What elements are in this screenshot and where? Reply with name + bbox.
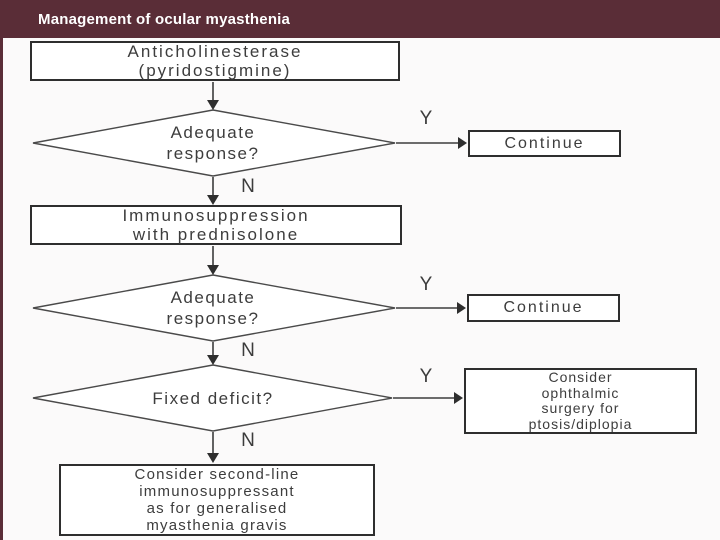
node-continue-2-label: Continue	[503, 299, 584, 316]
node-ophthalmic-surgery-line2: ophthalmic	[541, 384, 620, 401]
node-continue-1: Continue	[468, 130, 621, 157]
arrowhead-right-2	[457, 302, 466, 314]
arrowhead-down-3	[207, 265, 219, 275]
edge-label-yes-3: Y	[419, 366, 433, 387]
node-ophthalmic-surgery-line1: Consider	[548, 369, 613, 385]
node-adequate-response-1: Adequate response?	[113, 122, 313, 164]
node-second-line-line1: Consider second-line	[134, 466, 300, 483]
arrowhead-down-4	[207, 355, 219, 365]
node-immunosuppression: Immunosuppression with prednisolone	[30, 205, 402, 245]
node-anticholinesterase-line2: (pyridostigmine)	[138, 61, 292, 80]
node-immunosuppression-line1: Immunosuppression	[122, 206, 310, 225]
diamond-adequate-response-2	[32, 274, 396, 342]
arrowhead-right-3	[454, 392, 463, 404]
node-second-line-immunosuppressant: Consider second-line immunosuppressant a…	[59, 464, 375, 536]
diamond-fixed-deficit	[32, 364, 393, 432]
edge-label-yes-2: Y	[419, 274, 433, 295]
node-adequate-response-2-line2: response?	[166, 309, 260, 328]
node-anticholinesterase: Anticholinesterase (pyridostigmine)	[30, 41, 400, 81]
node-second-line-line3: as for generalised	[146, 500, 288, 517]
node-immunosuppression-line2: with prednisolone	[132, 225, 300, 244]
edge-label-no-1: N	[241, 176, 255, 197]
node-second-line-line4: myasthenia gravis	[146, 517, 288, 534]
node-ophthalmic-surgery-line4: ptosis/diplopia	[528, 415, 633, 432]
arrowhead-down-1	[207, 100, 219, 110]
edge-label-yes-1: Y	[419, 108, 433, 129]
node-continue-1-label: Continue	[504, 134, 585, 152]
arrowhead-down-2	[207, 195, 219, 205]
arrowhead-right-1	[458, 137, 467, 149]
node-continue-2: Continue	[467, 294, 620, 322]
node-ophthalmic-surgery-line3: surgery for	[541, 400, 620, 416]
left-accent-bar	[0, 38, 3, 540]
header-bar: Management of ocular myasthenia	[0, 0, 720, 38]
node-fixed-deficit: Fixed deficit?	[113, 387, 313, 409]
arrowhead-down-5	[207, 453, 219, 463]
node-second-line-line2: immunosuppressant	[139, 483, 295, 500]
edge-label-no-3: N	[241, 430, 255, 451]
node-ophthalmic-surgery: Consider ophthalmic surgery for ptosis/d…	[464, 368, 697, 434]
node-anticholinesterase-line1: Anticholinesterase	[127, 42, 303, 61]
node-adequate-response-1-line1: Adequate	[170, 123, 256, 142]
node-adequate-response-1-line2: response?	[166, 144, 260, 163]
slide-title: Management of ocular myasthenia	[38, 10, 291, 28]
diamond-adequate-response-1	[32, 109, 396, 177]
node-adequate-response-2: Adequate response?	[113, 287, 313, 329]
node-adequate-response-2-line1: Adequate	[170, 288, 256, 307]
edge-label-no-2: N	[241, 340, 255, 361]
node-fixed-deficit-label: Fixed deficit?	[152, 388, 274, 408]
